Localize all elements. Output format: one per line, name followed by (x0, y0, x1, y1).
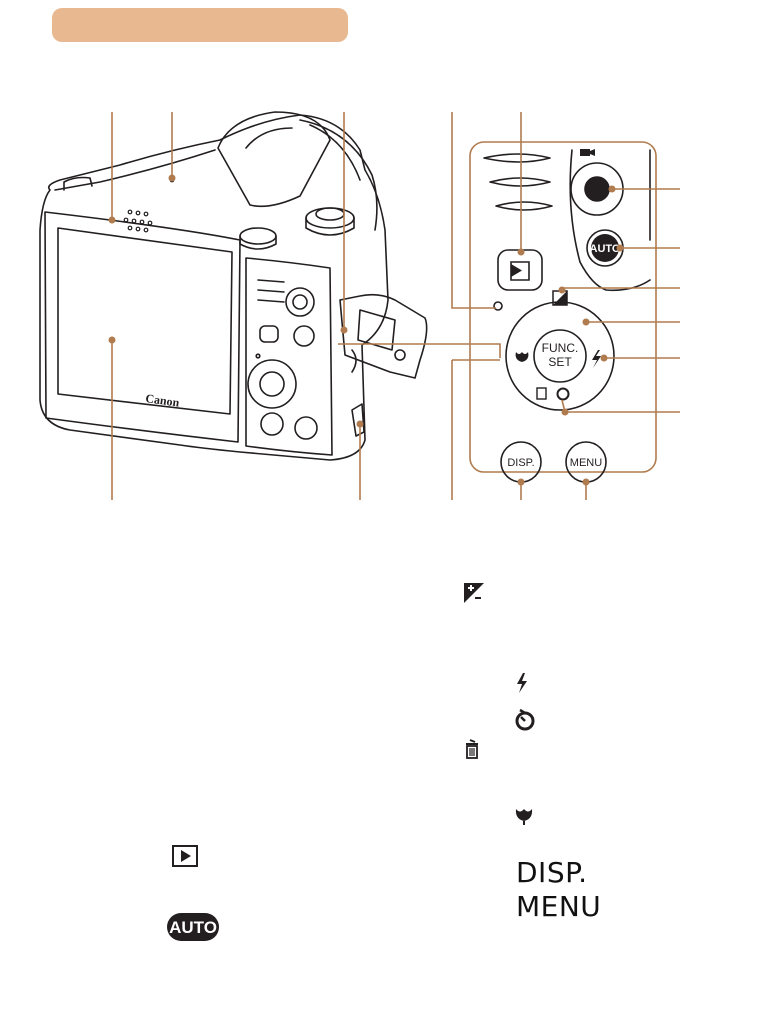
menu-label: MENU (516, 890, 602, 923)
svg-text:DISP.: DISP. (507, 457, 534, 469)
macro-icon (515, 809, 533, 825)
self-timer-icon (515, 708, 535, 731)
control-panel (245, 257, 333, 456)
flash-housing (217, 111, 331, 208)
power-button (239, 227, 277, 245)
terminal-cover (339, 293, 428, 379)
auto-button-fill (591, 234, 619, 262)
section-header-bar (52, 8, 348, 42)
svg-text:FUNC.: FUNC. (542, 341, 579, 355)
strap-mount (351, 403, 365, 437)
svg-text:AUTO: AUTO (169, 918, 217, 937)
flash-icon (517, 673, 527, 693)
playback-icon (172, 845, 198, 867)
enlarged-panel-frame (469, 141, 657, 473)
callout-lines (111, 112, 680, 500)
auto-icon: AUTO (167, 913, 219, 941)
playback-triangle (511, 264, 522, 277)
zoom-lever (305, 207, 355, 229)
disp-label: DISP. (516, 856, 588, 889)
top-edge (54, 149, 216, 191)
delete-icon (466, 739, 478, 759)
camera-body-outline (39, 114, 389, 461)
lcd-screen (57, 227, 233, 415)
shutter-button (315, 207, 345, 221)
exposure-compensation-icon (464, 583, 484, 603)
panel-ridge (569, 149, 651, 292)
movie-button-mini (285, 287, 315, 317)
camera-brand-logo: Canon (145, 391, 181, 410)
strap-lug (63, 176, 93, 191)
func-set-button (533, 329, 587, 383)
indicator-lamp (493, 301, 503, 311)
control-dial-mini (247, 359, 297, 409)
svg-text:SET: SET (548, 355, 572, 369)
svg-text:AUTO: AUTO (590, 243, 621, 255)
lcd-frame (44, 211, 241, 443)
svg-text:MENU: MENU (570, 457, 602, 469)
speaker-grille (123, 209, 153, 233)
